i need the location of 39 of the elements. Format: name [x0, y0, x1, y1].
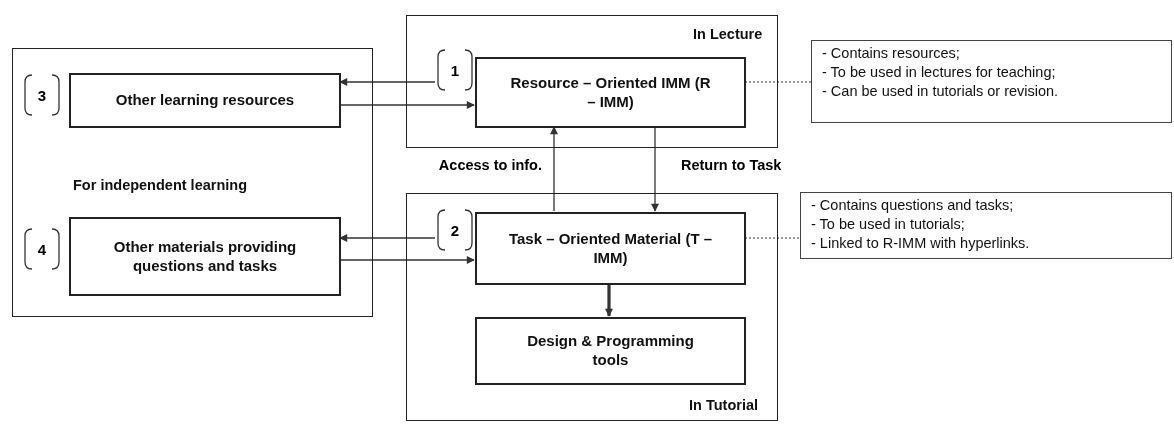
process-box: [475, 57, 746, 128]
callout-number: 1: [436, 48, 474, 92]
arrow: [339, 234, 436, 242]
note-box: [811, 40, 1172, 123]
note-text: - Linked to R-IMM with hyperlinks.: [811, 233, 1031, 253]
group-heading: In Tutorial: [689, 397, 758, 413]
arrow: [339, 256, 475, 264]
process-box: [475, 317, 746, 385]
note-box: [800, 192, 1172, 259]
arrow: [651, 126, 659, 212]
callout-number: 3: [23, 73, 61, 117]
arrow: [339, 101, 475, 109]
arrow: [605, 284, 613, 317]
callout-number: 4: [23, 227, 61, 271]
group-frame: [406, 193, 778, 421]
process-box: [69, 217, 341, 296]
process-box: [69, 73, 341, 128]
arrow: [339, 78, 436, 86]
note-text: - Contains questions and tasks;: [811, 196, 1015, 215]
callout-number: 2: [436, 208, 474, 252]
arrow: [550, 126, 558, 212]
group-heading: For independent learning: [73, 177, 247, 193]
edge-label: Access to info.: [436, 157, 544, 173]
note-text: - Contains resources;: [822, 44, 961, 63]
edge-label: Return to Task: [679, 157, 784, 173]
process-box: [475, 212, 746, 285]
group-frame: [406, 15, 778, 148]
dotted-connector: [744, 237, 801, 239]
note-text: - To be used in lectures for teaching;: [822, 62, 1057, 82]
group-heading: In Lecture: [693, 26, 763, 42]
dotted-connector: [744, 81, 812, 83]
group-frame: [12, 48, 373, 317]
box-label: Task – Oriented Material (T – IMM): [508, 229, 713, 268]
box-label: Other learning resources: [115, 91, 295, 110]
note-text: - Can be used in tutorials or revision.: [822, 81, 1060, 101]
box-label: Other materials providing questions and tasks: [112, 237, 298, 276]
box-label: Resource – Oriented IMM (R – IMM): [509, 73, 712, 112]
note-text: - To be used in tutorials;: [811, 214, 966, 234]
box-label: Design & Programming tools: [526, 332, 695, 370]
